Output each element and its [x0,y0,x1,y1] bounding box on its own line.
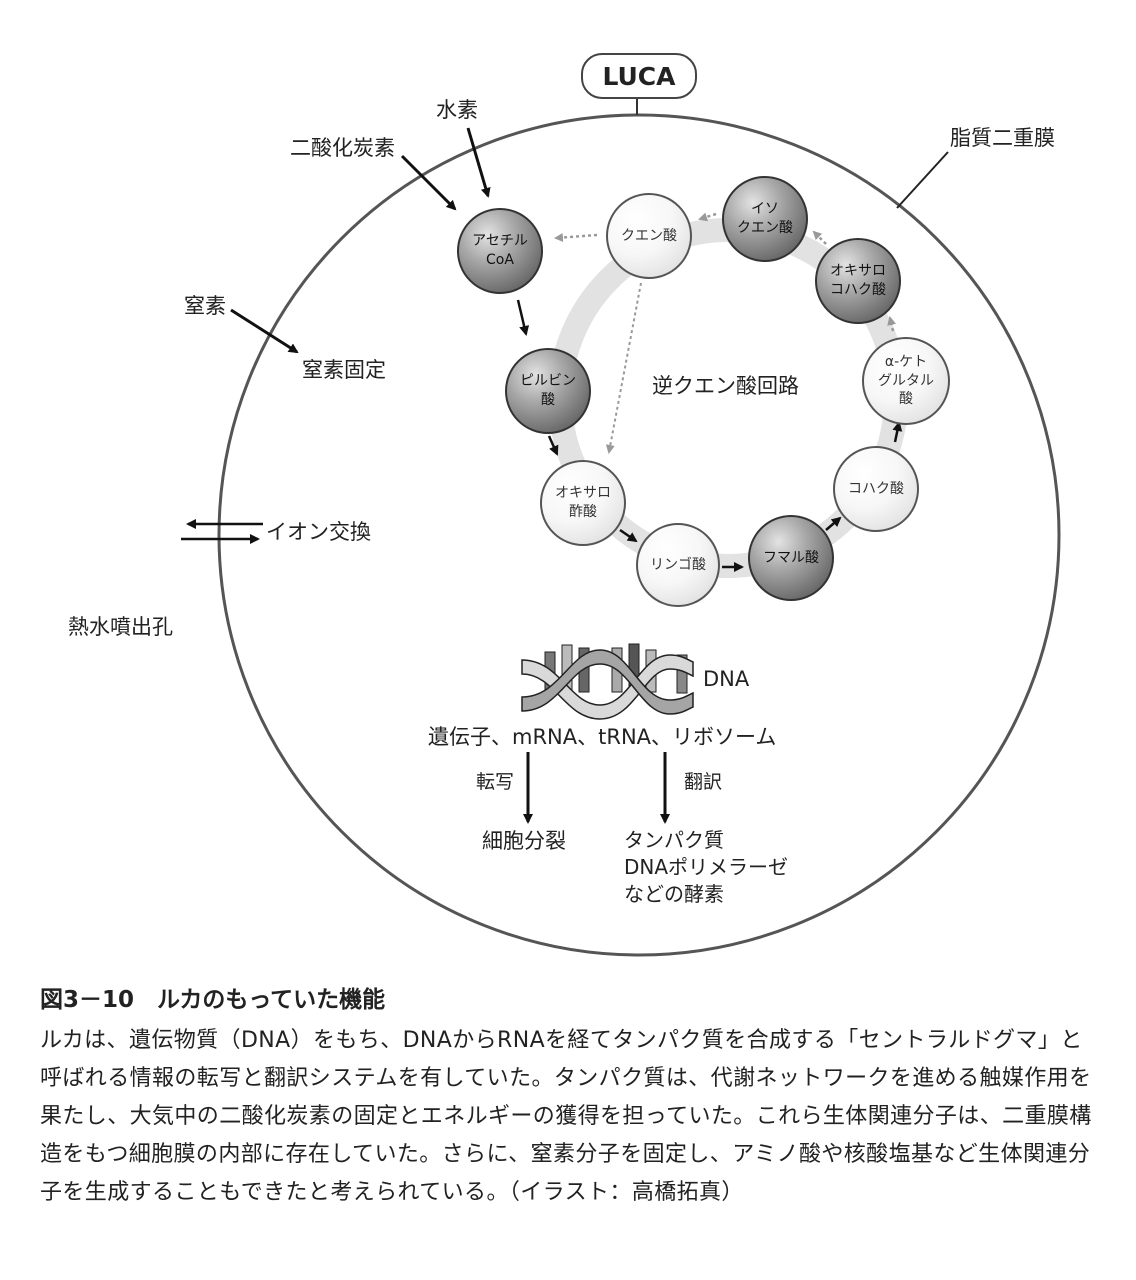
nitrogen-label: 窒素 [184,294,226,318]
luca-diagram: LUCA 水素 二酸化炭素 脂質二重膜 窒素 窒素固定 イオン交換 熱水噴出孔 … [68,53,1061,957]
cycle-arrow-3 [619,528,638,543]
nitrogen-fixation-label: 窒素固定 [302,358,386,382]
node-ketoglutarate: α-ケト グルタル 酸 [862,337,950,425]
cycle-title: 逆クエン酸回路 [652,374,799,398]
dna-helix-icon [521,643,694,720]
node-fumarate: フマル酸 [748,515,834,601]
co2-arrow [400,154,457,211]
node-succinate: コハク酸 [833,446,919,532]
node-acetyl-coa: アセチル CoA [457,208,543,294]
membrane-pointer-line [896,151,949,209]
cell-membrane [217,113,1061,957]
dna-components: 遺伝子、mRNA、tRNA、リボソーム [428,725,777,749]
cycle-dotted-arrow-4 [554,233,598,242]
node-oxaloacetate: オキサロ 酢酸 [540,460,626,546]
cell-division-label: 細胞分裂 [482,829,566,853]
hydrogen-arrow [466,127,491,198]
translation-label: 翻訳 [684,771,723,793]
cycle-arrow-2 [547,435,559,456]
caption-body: ルカは、遺伝物質（DNA）をもち、DNAからRNAを経てタンパク質を合成する「セ… [40,1028,1092,1205]
protein-enzymes-label: タンパク質 DNAポリメラーゼ などの酵素 [624,828,789,906]
node-isocitrate: イソ クエン酸 [722,176,808,262]
co2-label: 二酸化炭素 [290,136,395,160]
cycle-arrow-5 [825,516,842,531]
cycle-arrow-6 [892,421,903,443]
node-citrate: クエン酸 [606,193,692,279]
membrane-label: 脂質二重膜 [950,126,1055,150]
node-oxalosuccinate: オキサロ コハク酸 [815,238,901,324]
cycle-dotted-arrow-5 [605,282,642,454]
ion-exchange-label: イオン交換 [266,520,371,544]
cycle-dotted-arrow-1 [887,316,896,332]
cycle-dotted-arrow-3 [698,212,717,222]
node-pyruvate: ピルビン 酸 [505,348,591,434]
transcription-label: 転写 [476,771,515,793]
caption-title: 図3－10 ルカのもっていた機能 [40,987,386,1013]
dna-label: DNA [703,667,750,691]
hydrogen-label: 水素 [436,98,478,122]
nitrogen-arrow [230,308,299,354]
node-malate: リンゴ酸 [636,523,720,607]
figure-caption: 図3－10 ルカのもっていた機能 ルカは、遺伝物質（DNA）をもち、DNAからR… [40,980,1100,1212]
cycle-arrow-1 [516,299,530,336]
luca-label: LUCA [581,53,697,99]
vent-label: 熱水噴出孔 [68,615,173,639]
cycle-dotted-arrow-2 [812,230,827,245]
